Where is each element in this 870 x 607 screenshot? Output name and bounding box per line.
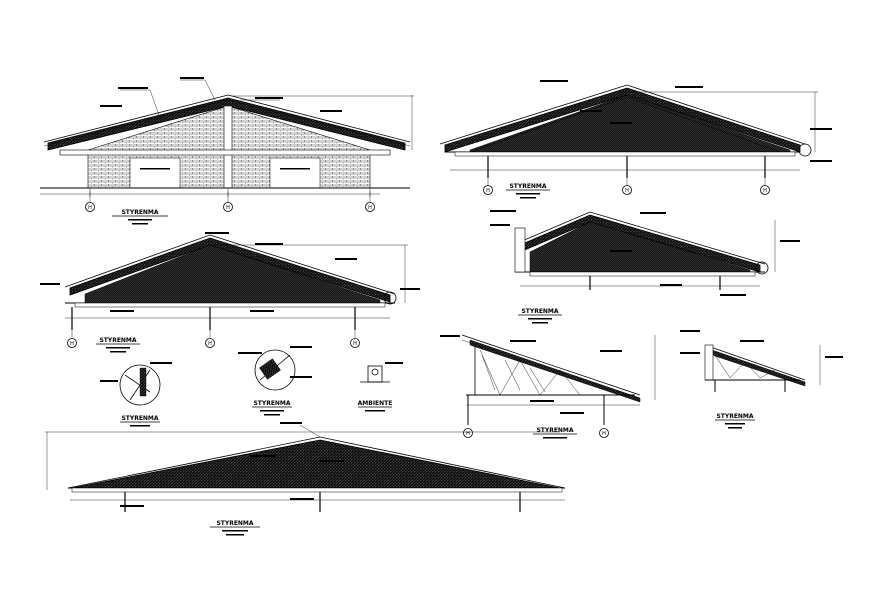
grid-mark: H: [353, 341, 357, 347]
detail-callout-1: STYRENMA: [100, 362, 172, 427]
grid-mark: H: [208, 341, 212, 347]
section-caption: STYRENMA: [99, 337, 136, 344]
section-6-eave-detail: STYRENMA: [680, 330, 843, 429]
section-4-roof-elevation: STYRENMA: [490, 210, 800, 324]
grid-mark: H: [226, 205, 230, 211]
section-3-roof-elevation: H H H STYRENMA: [40, 232, 420, 353]
section-5-truss-detail: H H STYRENMA: [440, 334, 656, 439]
detail-caption: STYRENMA: [253, 400, 290, 407]
detail-callout-3: AMBIENTE: [358, 362, 403, 412]
grid-mark: H: [486, 188, 490, 194]
detail-caption: STYRENMA: [121, 415, 158, 422]
grid-mark: H: [602, 431, 606, 437]
grid-mark: H: [368, 205, 372, 211]
section-caption: STYRENMA: [121, 209, 158, 216]
grid-mark: H: [70, 341, 74, 347]
grid-mark: H: [625, 188, 629, 194]
grid-mark: H: [763, 188, 767, 194]
detail-callout-2: STYRENMA: [238, 346, 312, 416]
section-1-roof-elevation: H H H STYRENMA: [40, 77, 414, 225]
detail-caption: AMBIENTE: [358, 400, 393, 407]
grid-mark: H: [88, 205, 92, 211]
section-caption: STYRENMA: [716, 413, 753, 420]
section-7-roof-elevation: STYRENMA: [45, 422, 566, 536]
section-2-roof-elevation: H H H STYRENMA: [439, 80, 832, 199]
section-caption: STYRENMA: [509, 183, 546, 190]
section-caption: STYRENMA: [216, 520, 253, 527]
section-caption: STYRENMA: [536, 427, 573, 434]
section-caption: STYRENMA: [521, 308, 558, 315]
grid-mark: H: [466, 431, 470, 437]
